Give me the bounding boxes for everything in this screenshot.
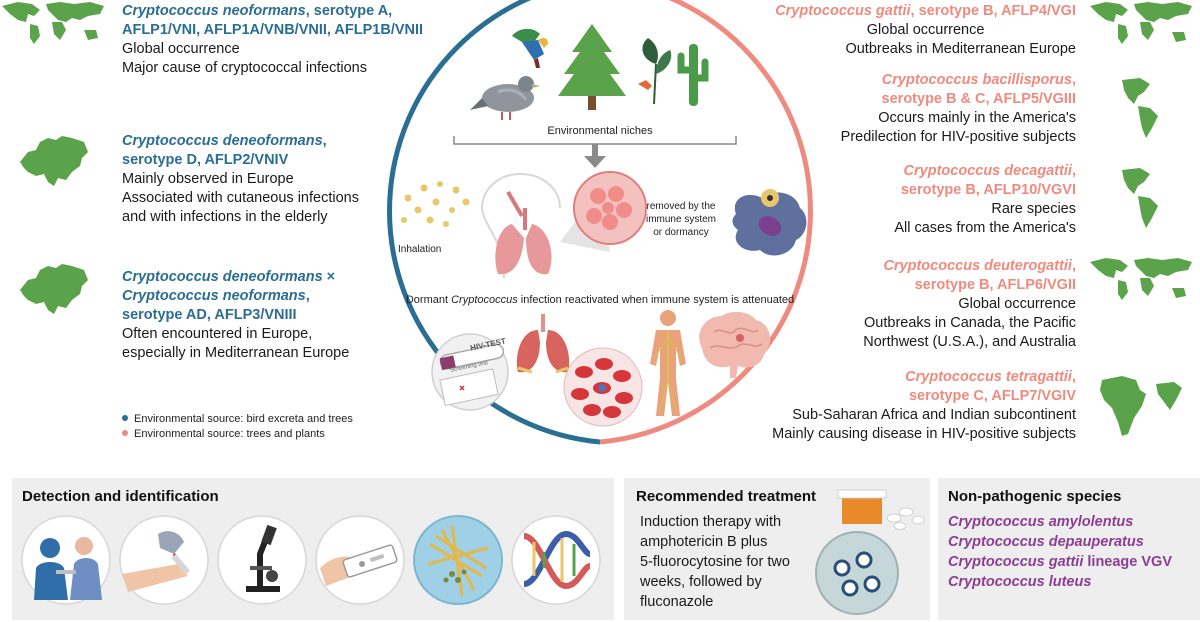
left-arc-blue [387, 0, 601, 445]
inhalation-label: Inhalation [398, 244, 442, 255]
list-item: Cryptococcus depauperatus [948, 534, 1144, 550]
legend: Environmental source: bird excreta and t… [122, 412, 353, 442]
europe-map-icon [20, 264, 88, 314]
treatment-description: Induction therapy with amphotericin B pl… [640, 514, 790, 610]
blood-cells-icon [563, 347, 643, 427]
tree-icon [558, 24, 626, 110]
right-arc-salmon [599, 0, 813, 445]
spores-icon [401, 181, 470, 227]
species-block-decagattii: Cryptococcus decagattii, serotype B, AFL… [894, 163, 1076, 236]
species-block-hybrid-ad: Cryptococcus deneoformans × Cryptococcus… [122, 269, 350, 361]
world-map-icon [1090, 258, 1192, 300]
cactus-icon [677, 44, 709, 106]
nervous-system-body-icon [650, 310, 686, 416]
blood-draw-icon [119, 515, 209, 605]
parrot-icon [512, 28, 548, 68]
world-map-icon [2, 2, 104, 44]
hiv-test-icon [431, 333, 509, 411]
treatment-title: Recommended treatment [636, 488, 817, 505]
dormant-reactivation-label: Dormant Cryptococcus infection reactivat… [405, 294, 795, 306]
species-block-deneoformans: Cryptococcus deneoformans, serotype D, A… [122, 133, 359, 225]
species-name: Cryptococcus neoformans [122, 3, 306, 19]
detection-title: Detection and identification [22, 488, 219, 505]
brain-icon [699, 311, 771, 378]
legend-item-blue: Environmental source: bird excreta and t… [122, 412, 353, 427]
americas-map-icon [1122, 78, 1158, 138]
world-map-icon [1090, 2, 1192, 44]
alveoli-zoom-icon [560, 171, 647, 252]
dna-icon [511, 515, 601, 605]
species-block-gattii: Cryptococcus gattii, serotype B, AFLP4/V… [775, 3, 1076, 57]
species-block-neoformans: Cryptococcus neoformans, serotype A, AFL… [122, 3, 424, 76]
nonpathogenic-panel: Non-pathogenic species Cryptococcus amyl… [938, 478, 1200, 620]
environmental-niches-label: Environmental niches [547, 125, 653, 137]
central-circle [387, 0, 813, 445]
list-item: Cryptococcus luteus [948, 574, 1092, 590]
agar-plate-icon [815, 531, 899, 615]
petri-dish-culture-icon [413, 515, 503, 605]
pigeon-icon [470, 76, 540, 120]
surgery-icon [21, 515, 111, 605]
species-block-tetragattii: Cryptococcus tetragattii, serotype C, AF… [772, 369, 1076, 442]
species-block-bacillisporus: Cryptococcus bacillisporus, serotype B &… [840, 72, 1076, 145]
lungs-icon [516, 314, 570, 374]
macrophage-icon [732, 189, 807, 256]
list-item: Cryptococcus amylolentus [948, 514, 1134, 530]
lungs-body-icon [480, 172, 561, 279]
rapid-test-icon [315, 515, 405, 605]
list-item: Cryptococcus gattii lineage VGV [948, 554, 1173, 570]
nonpathogenic-title: Non-pathogenic species [948, 488, 1122, 505]
europe-map-icon [20, 136, 88, 186]
species-block-deuterogattii: Cryptococcus deuterogattii, serotype B, … [863, 258, 1076, 350]
immune-removal-label: removed by the immune system or dormancy [645, 201, 716, 238]
microscope-icon [217, 515, 307, 605]
plant-icon [638, 38, 672, 105]
nonpathogenic-list: Cryptococcus amylolentus Cryptococcus de… [948, 512, 1172, 592]
niches-bracket [453, 136, 737, 168]
americas-map-icon [1122, 168, 1158, 228]
pill-bottle-icon [837, 489, 925, 530]
africa-india-map-icon [1100, 376, 1182, 436]
legend-item-salmon: Environmental source: trees and plants [122, 427, 353, 442]
